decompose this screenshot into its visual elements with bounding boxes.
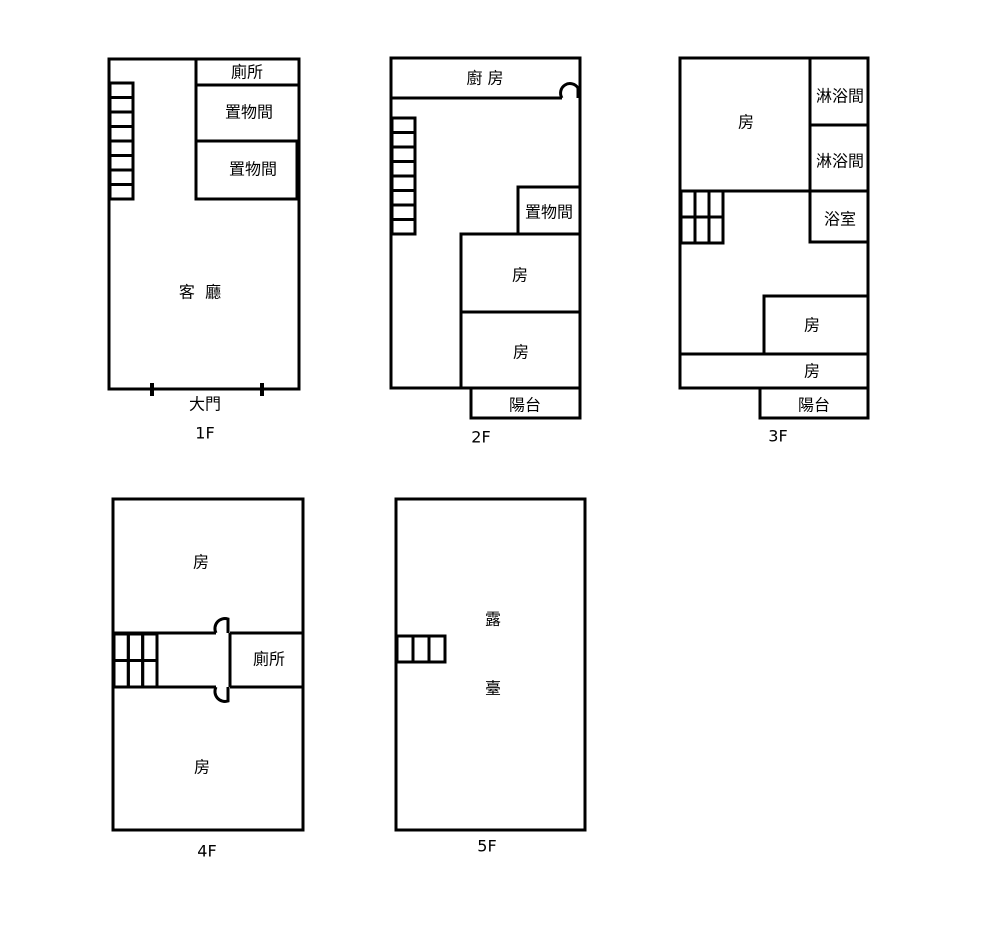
floor-5f: 露 臺 5F (394, 497, 587, 856)
room-label: 臺 (485, 679, 501, 698)
stair-step (108, 139, 135, 157)
stair-step (141, 632, 159, 662)
outer-wall (389, 56, 582, 390)
room-label: 淋浴間 (816, 87, 864, 106)
room-label: 房 (804, 316, 820, 335)
room-label: 房 (513, 343, 529, 362)
room-label: 房 (193, 553, 209, 572)
stair-step (141, 659, 159, 689)
floor-label: 2F (471, 428, 490, 447)
stair-step (390, 189, 417, 207)
stair-step (126, 632, 145, 662)
stair-step (390, 218, 417, 236)
room-label: 浴室 (824, 210, 856, 229)
stair-step (679, 215, 697, 245)
floor-1f: 廁所 置物間 置物間 客 廳 大門 1F (107, 57, 301, 443)
stair-step (390, 174, 417, 192)
room (678, 352, 870, 390)
balcony (469, 386, 582, 420)
room-label: 陽台 (798, 396, 830, 415)
room-label: 房 (804, 362, 820, 381)
floor-label: 3F (768, 427, 787, 446)
stair-step (693, 189, 711, 219)
stair-step (390, 145, 417, 163)
balcony (758, 386, 870, 420)
room-label: 淋浴間 (816, 152, 864, 171)
room-label: 廁所 (231, 63, 263, 82)
floor-label: 1F (195, 424, 214, 443)
staircase (390, 116, 417, 236)
stair-step (108, 154, 135, 172)
stair-step (108, 96, 135, 114)
room-label: 露 (485, 610, 501, 629)
floor-4f: 房 廁所 房 4F (111, 497, 305, 861)
stair-step (390, 203, 417, 221)
room-label: 置物間 (525, 203, 573, 222)
stair-step (411, 634, 431, 664)
staircase (679, 189, 725, 245)
stair-step (390, 116, 417, 134)
room-label: 置物間 (229, 160, 277, 179)
floor-label: 4F (197, 842, 216, 861)
floor-2f: 廚 房 置物間 房 房 陽台 2F (389, 56, 582, 447)
floor-3f: 房 淋浴間 淋浴間 浴室 房 房 陽台 3F (678, 56, 870, 446)
storage-room (194, 139, 299, 201)
door-swing (213, 617, 230, 634)
door-swing (559, 82, 580, 99)
room-label: 房 (738, 113, 754, 132)
stair-step (693, 215, 711, 245)
outer-wall (394, 497, 587, 832)
staircase (108, 81, 135, 201)
door-label: 大門 (189, 395, 221, 414)
staircase (112, 632, 159, 689)
room-label: 廁所 (253, 650, 285, 669)
stair-step (390, 131, 417, 149)
stair-step (126, 659, 145, 689)
room-label: 客 廳 (179, 283, 221, 302)
room-label: 房 (512, 266, 528, 285)
stair-step (707, 189, 725, 219)
stair-step (112, 659, 130, 689)
stair-step (112, 632, 130, 662)
stair-step (108, 81, 135, 99)
bathroom (808, 189, 870, 244)
stair-step (108, 110, 135, 128)
stair-step (395, 634, 415, 664)
stair-step (108, 168, 135, 186)
stair-step (390, 160, 417, 178)
room-label: 置物間 (225, 103, 273, 122)
stair-step (108, 183, 135, 201)
door-swing (213, 686, 230, 703)
room-label: 陽台 (509, 396, 541, 415)
floor-label: 5F (477, 837, 496, 856)
stair-step (427, 634, 447, 664)
stair-step (679, 189, 697, 219)
stair-step (707, 215, 725, 245)
staircase (395, 634, 447, 664)
room-label: 廚 房 (466, 69, 503, 88)
room-label: 房 (194, 758, 210, 777)
stair-step (108, 125, 135, 143)
